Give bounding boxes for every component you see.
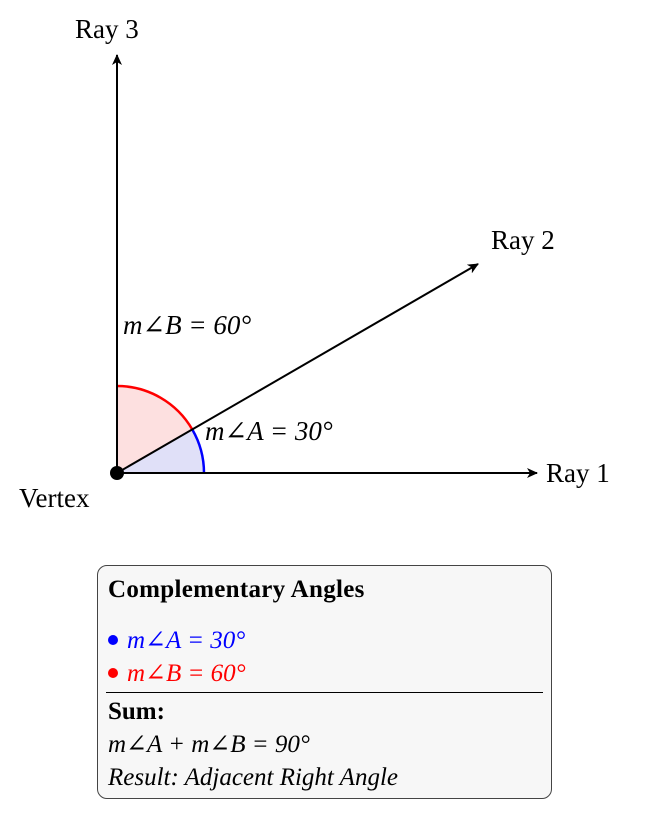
ray-2-label: Ray 2	[491, 225, 555, 255]
angle-a-arc	[191, 428, 206, 474]
sum-equation: m∠A + m∠B = 90°	[108, 731, 310, 758]
sum-title: Sum:	[108, 698, 165, 725]
info-box-title: Complementary Angles	[108, 576, 365, 603]
divider	[106, 692, 543, 693]
angle-a-label: m∠A = 30°	[205, 416, 333, 446]
result-text: Result: Adjacent Right Angle	[108, 764, 398, 791]
angle-b-item-text: m∠B = 60°	[127, 660, 246, 687]
angle-diagram	[110, 54, 538, 480]
angle-b-label: m∠B = 60°	[123, 310, 252, 340]
angle-b-arc	[116, 384, 194, 431]
ray-3-label: Ray 3	[75, 14, 139, 44]
info-box: Complementary Angles m∠A = 30° m∠B = 60°…	[97, 565, 552, 799]
angle-b-item: m∠B = 60°	[108, 657, 541, 690]
red-bullet-icon	[108, 668, 118, 679]
angle-a-sector	[117, 429, 204, 473]
vertex-label: Vertex	[19, 483, 90, 513]
blue-bullet-icon	[108, 635, 118, 646]
angle-a-item: m∠A = 30°	[108, 624, 541, 657]
ray-2	[116, 263, 479, 474]
ray-1-label: Ray 1	[546, 458, 610, 488]
angle-a-item-text: m∠A = 30°	[127, 627, 246, 654]
vertex-point	[110, 466, 124, 480]
